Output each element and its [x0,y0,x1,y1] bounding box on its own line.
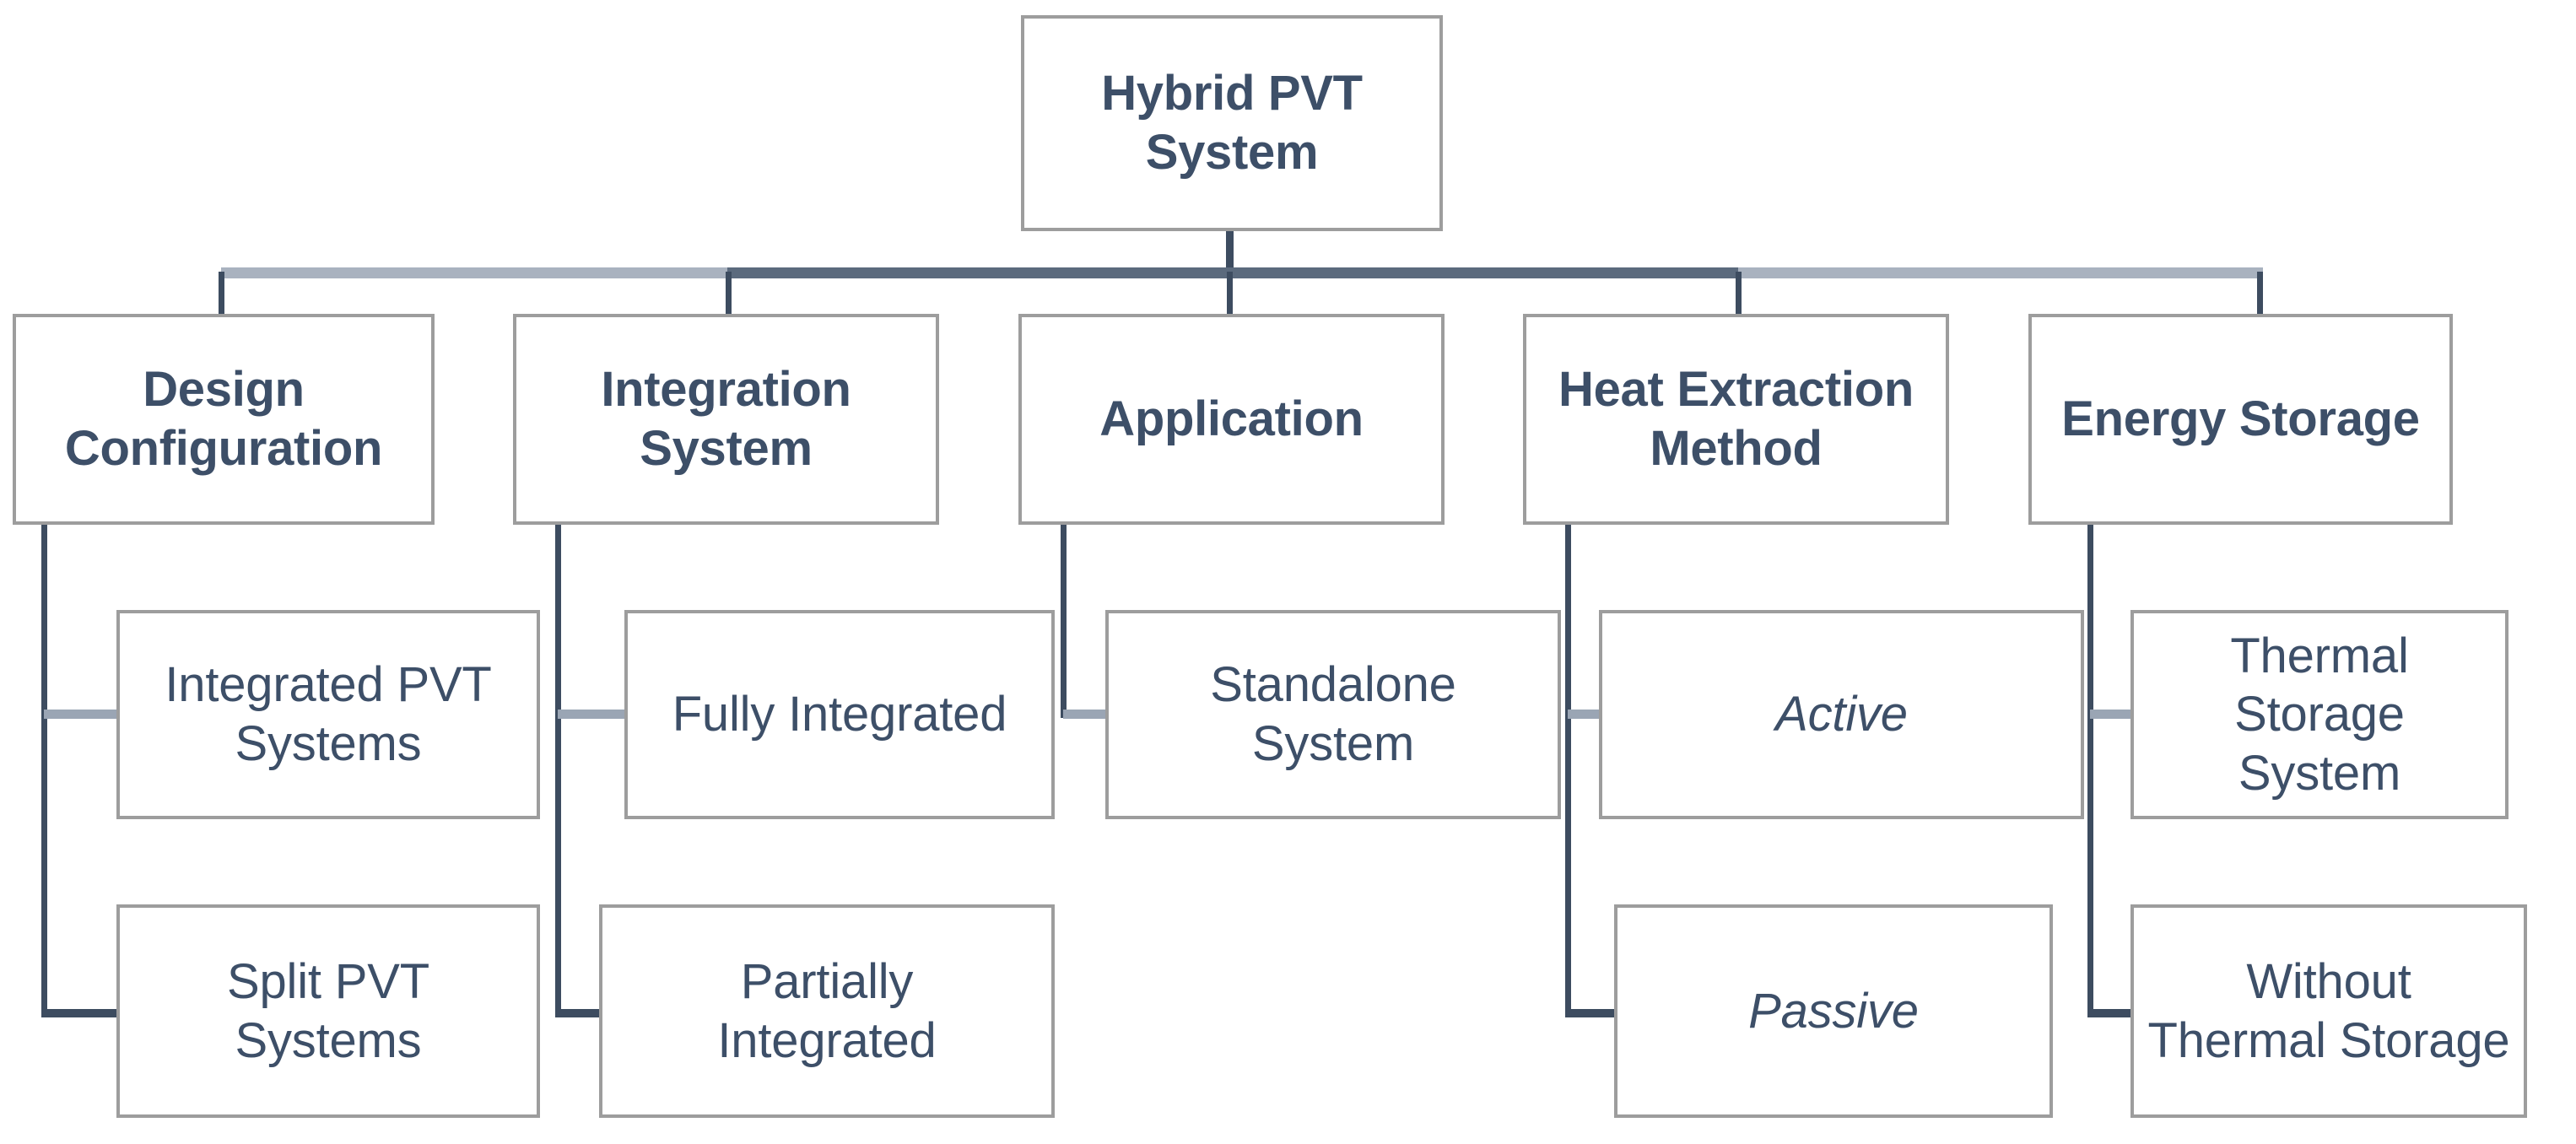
node-label: Hybrid PVT System [1101,66,1363,180]
connector-spine-application [1061,521,1067,718]
node-label: Integration System [601,362,851,476]
connector-stub-partially-integrated [558,1009,603,1017]
node-label: Heat Extraction Method [1558,362,1914,476]
connector-bus-to-application [1227,272,1233,316]
connector-stub-split-pvt-systems [44,1009,120,1017]
connector-stub-integrated-pvt-systems [44,710,120,719]
node-label: Split PVT Systems [227,953,429,1068]
node-standalone-system[interactable]: Standalone System [1105,610,1561,819]
node-label: Thermal Storage System [2230,628,2409,801]
connector-stub-thermal-storage-system [2090,710,2135,719]
connector-bus-to-energy-storage [2257,272,2263,316]
node-partially-integrated[interactable]: Partially Integrated [599,904,1055,1118]
node-fully-integrated[interactable]: Fully Integrated [624,610,1055,819]
node-passive[interactable]: Passive [1614,904,2053,1118]
node-energy-storage[interactable]: Energy Storage [2028,314,2453,525]
connector-bus-left [221,267,729,278]
node-design-configuration[interactable]: Design Configuration [13,314,435,525]
connector-bus-to-design-configuration [219,272,224,316]
connector-spine-energy-storage [2087,521,2093,1017]
connector-bus-to-integration-system [726,272,732,316]
node-without-thermal-storage[interactable]: Without Thermal Storage [2130,904,2527,1118]
connector-stub-without-thermal-storage [2090,1009,2135,1017]
node-label: Standalone System [1210,657,1456,771]
node-label: Design Configuration [64,362,383,476]
node-heat-extraction-method[interactable]: Heat Extraction Method [1523,314,1949,525]
node-thermal-storage-system[interactable]: Thermal Storage System [2130,610,2508,819]
node-label: Application [1099,391,1364,447]
connector-bus-center [727,267,1740,278]
node-label: Active [1775,687,1908,742]
node-application[interactable]: Application [1018,314,1445,525]
connector-spine-integration-system [555,521,561,1017]
node-integrated-pvt-systems[interactable]: Integrated PVT Systems [116,610,540,819]
node-label: Partially Integrated [717,953,937,1068]
node-integration-system[interactable]: Integration System [513,314,939,525]
connector-root-drop [1226,229,1234,275]
node-label: Energy Storage [2061,391,2420,447]
node-label: Fully Integrated [672,687,1007,742]
connector-stub-passive [1568,1009,1618,1017]
connector-spine-design-configuration [41,521,47,1017]
node-active[interactable]: Active [1599,610,2084,819]
connector-bus-right [1738,267,2263,278]
connector-stub-fully-integrated [558,710,629,719]
node-label: Without Thermal Storage [2147,953,2510,1068]
connector-stub-standalone-system [1063,710,1109,719]
connector-spine-heat-extraction-method [1565,521,1571,1017]
connector-bus-to-heat-extraction-method [1736,272,1742,316]
node-label: Passive [1748,983,1919,1039]
connector-stub-active [1568,710,1603,719]
node-split-pvt-systems[interactable]: Split PVT Systems [116,904,540,1118]
node-label: Integrated PVT Systems [165,657,492,771]
node-hybrid-pvt-system[interactable]: Hybrid PVT System [1021,15,1443,231]
